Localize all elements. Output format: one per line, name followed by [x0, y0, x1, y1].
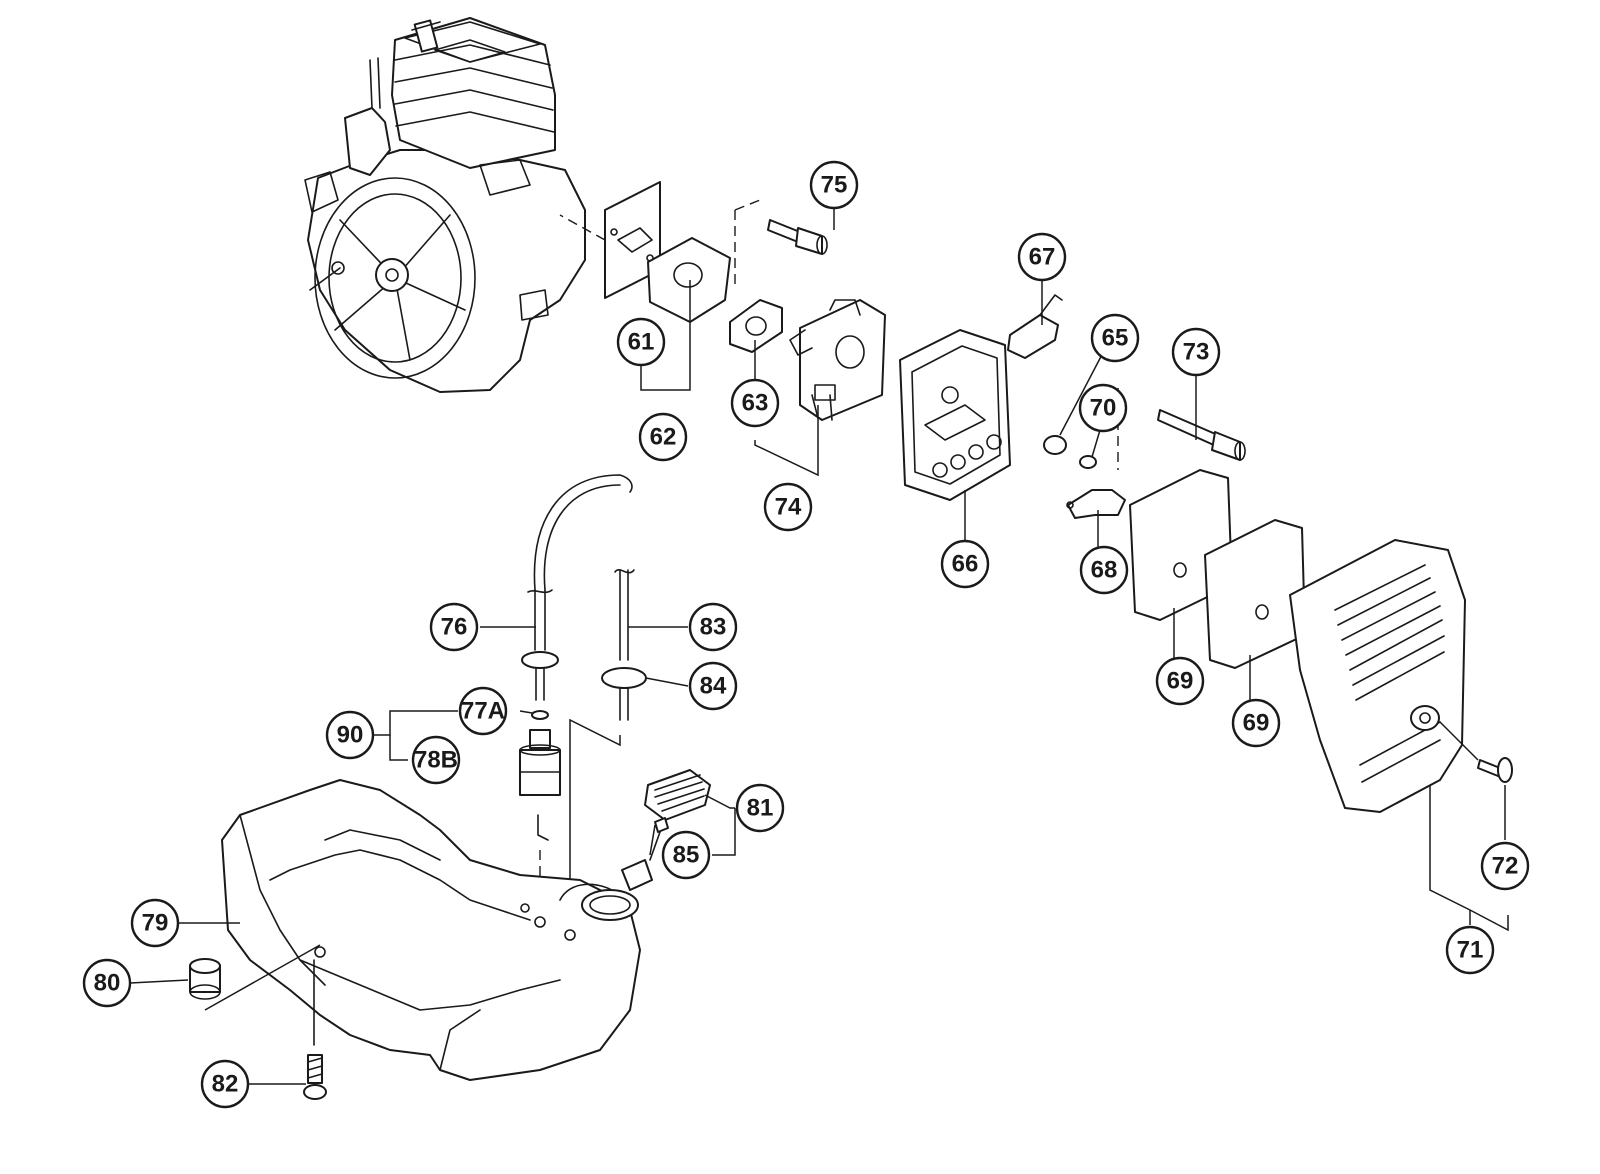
callout-label: 63	[742, 390, 769, 417]
callout-78B: 78B	[411, 735, 461, 785]
return-hose-83	[601, 569, 647, 721]
callout-62: 62	[638, 412, 688, 462]
callout-90: 90	[325, 710, 375, 760]
callout-label: 69	[1167, 668, 1194, 695]
callout-label: 67	[1029, 244, 1056, 271]
fuel-filter-78B	[519, 710, 561, 841]
callout-61: 61	[616, 317, 666, 367]
insulator-62	[647, 237, 731, 323]
callout-label: 61	[628, 329, 655, 356]
callout-73: 73	[1171, 327, 1221, 377]
callout-63: 63	[730, 378, 780, 428]
callout-70: 70	[1078, 383, 1128, 433]
callout-82: 82	[200, 1059, 250, 1109]
callout-label: 77A	[461, 698, 505, 725]
spacer-65	[1043, 435, 1067, 455]
callout-label: 79	[142, 910, 169, 937]
callout-76: 76	[429, 602, 479, 652]
callout-74: 74	[763, 482, 813, 532]
callout-71: 71	[1445, 925, 1495, 975]
callout-84: 84	[688, 661, 738, 711]
callout-label: 66	[952, 551, 979, 578]
callout-label: 74	[775, 494, 802, 521]
grommet-80	[189, 958, 221, 1000]
washer-70	[1079, 455, 1097, 469]
callout-label: 75	[821, 172, 848, 199]
callout-69a: 69	[1155, 656, 1205, 706]
air-cleaner-case-66	[899, 329, 1011, 501]
callout-label: 76	[441, 614, 468, 641]
callout-79: 79	[130, 898, 180, 948]
callout-75: 75	[809, 160, 859, 210]
callout-label: 73	[1183, 339, 1210, 366]
callout-label: 62	[650, 424, 677, 451]
callout-69b: 69	[1231, 698, 1281, 748]
callout-label: 90	[337, 722, 364, 749]
callout-80: 80	[82, 958, 132, 1008]
callout-85: 85	[661, 830, 711, 880]
callout-67: 67	[1017, 232, 1067, 282]
engine-assembly	[304, 17, 586, 393]
callout-label: 85	[673, 842, 700, 869]
bolt-82	[303, 959, 327, 1100]
screw-75	[767, 219, 828, 255]
choke-lever-68	[1066, 489, 1126, 519]
callout-label: 84	[700, 673, 727, 700]
callout-72: 72	[1480, 841, 1530, 891]
carburetor-74	[789, 299, 886, 421]
callout-81: 81	[735, 783, 785, 833]
callout-label: 82	[212, 1071, 239, 1098]
callout-label: 70	[1090, 395, 1117, 422]
callout-label: 80	[94, 970, 121, 997]
callout-label: 69	[1243, 710, 1270, 737]
gasket-63	[729, 299, 783, 353]
callout-label: 83	[700, 614, 727, 641]
fuel-tank-79	[221, 779, 641, 1081]
callout-label: 81	[747, 795, 774, 822]
callout-68: 68	[1079, 545, 1129, 595]
callout-label: 68	[1091, 557, 1118, 584]
air-cleaner-cover-71	[1289, 539, 1466, 813]
screw-72	[1477, 757, 1513, 783]
fuel-hose-76	[521, 474, 633, 701]
screw-73	[1157, 409, 1246, 461]
callout-label: 71	[1457, 937, 1484, 964]
callout-label: 72	[1492, 853, 1519, 880]
cap-retainer-85	[621, 817, 669, 891]
fuel-cap-81	[644, 769, 711, 821]
callout-77A: 77A	[458, 686, 508, 736]
choke-plate-67	[1007, 294, 1063, 359]
callout-label: 78B	[414, 747, 458, 774]
callout-label: 65	[1102, 325, 1129, 352]
callout-83: 83	[688, 602, 738, 652]
callout-65: 65	[1090, 313, 1140, 363]
callout-66: 66	[940, 539, 990, 589]
